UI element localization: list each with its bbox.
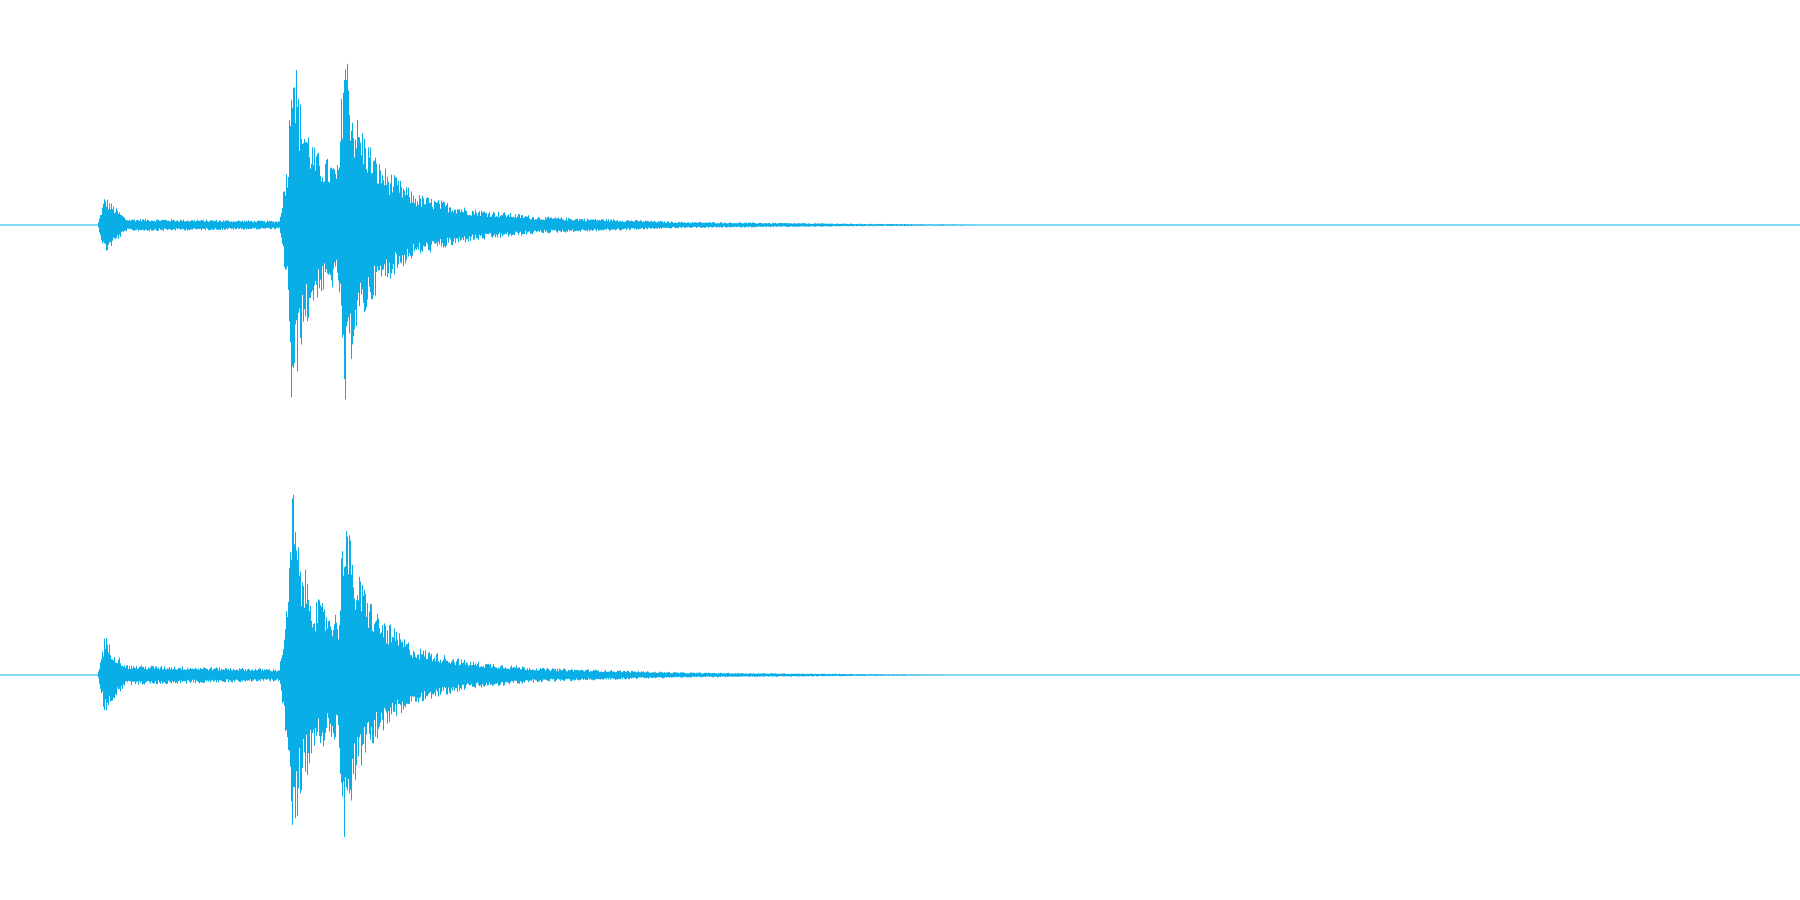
channel-top-waveform <box>0 63 1800 400</box>
channel-top-signal <box>98 63 1602 400</box>
channel-bottom-signal <box>98 494 1593 837</box>
channel-bottom-waveform <box>0 494 1800 837</box>
